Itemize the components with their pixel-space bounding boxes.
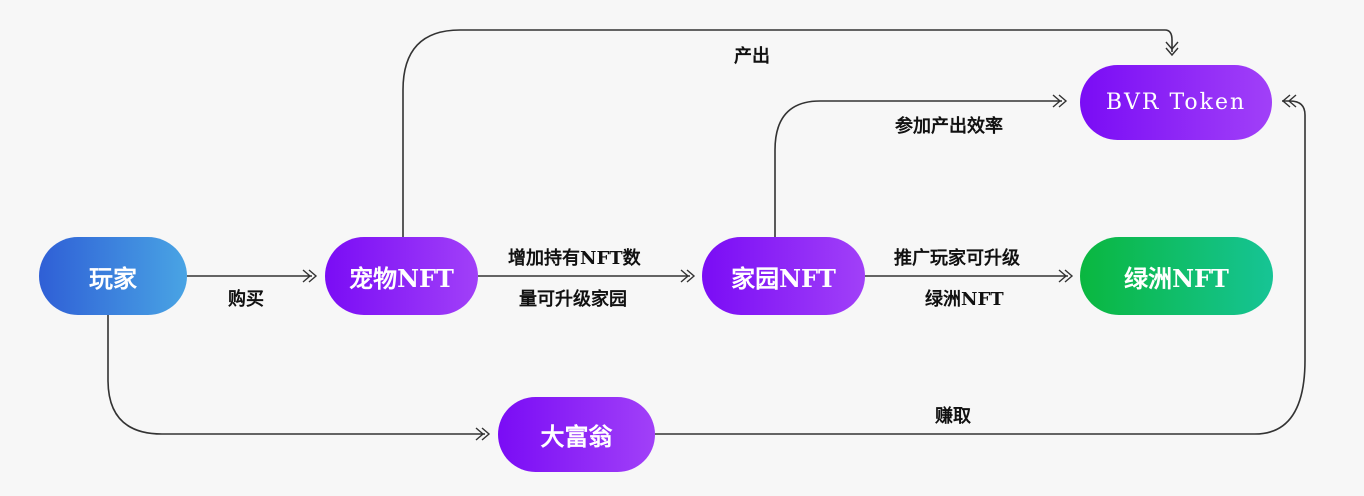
- node-home-nft-label: 家园NFT: [731, 263, 836, 293]
- node-pet-nft-label: 宠物NFT: [349, 263, 454, 293]
- edge-label-produce: 产出: [734, 46, 770, 67]
- arrowhead-bvr-left: [1052, 94, 1068, 108]
- edge-label-upgrade-oasis-2: 绿洲NFT: [925, 289, 1004, 310]
- edge-pet-to-bvr: [402, 29, 1173, 237]
- node-player-label: 玩家: [89, 263, 137, 293]
- node-monopoly-label: 大富翁: [540, 422, 613, 451]
- edge-label-boost: 参加产出效率: [895, 116, 1003, 137]
- arrowhead-monopoly: [475, 427, 491, 441]
- node-home-nft: 家园NFT: [702, 237, 865, 315]
- node-monopoly: 大富翁: [498, 397, 655, 472]
- node-pet-nft: 宠物NFT: [325, 237, 478, 315]
- node-oasis-nft: 绿洲NFT: [1080, 237, 1273, 315]
- edge-home-to-bvr: [774, 100, 1062, 237]
- edge-player-to-monopoly: [107, 315, 485, 435]
- edge-label-earn: 赚取: [935, 406, 971, 427]
- edge-monopoly-to-bvr: [655, 100, 1306, 435]
- edge-label-upgrade-home-2: 量可升级家园: [519, 289, 627, 310]
- node-oasis-nft-label: 绿洲NFT: [1124, 263, 1229, 293]
- edge-label-upgrade-oasis-1: 推广玩家可升级: [894, 248, 1020, 269]
- node-bvr-token-label: BVR Token: [1105, 90, 1247, 115]
- node-player: 玩家: [39, 237, 187, 315]
- arrowhead-bvr-top: [1165, 41, 1179, 57]
- arrowhead-pet: [302, 269, 318, 283]
- arrowhead-oasis: [1058, 269, 1074, 283]
- edge-label-upgrade-home-1: 增加持有NFT数: [508, 248, 641, 269]
- arrowhead-home: [680, 269, 696, 283]
- node-bvr-token: BVR Token: [1080, 65, 1272, 140]
- edge-label-buy: 购买: [228, 289, 264, 310]
- arrowhead-bvr-right: [1281, 94, 1297, 108]
